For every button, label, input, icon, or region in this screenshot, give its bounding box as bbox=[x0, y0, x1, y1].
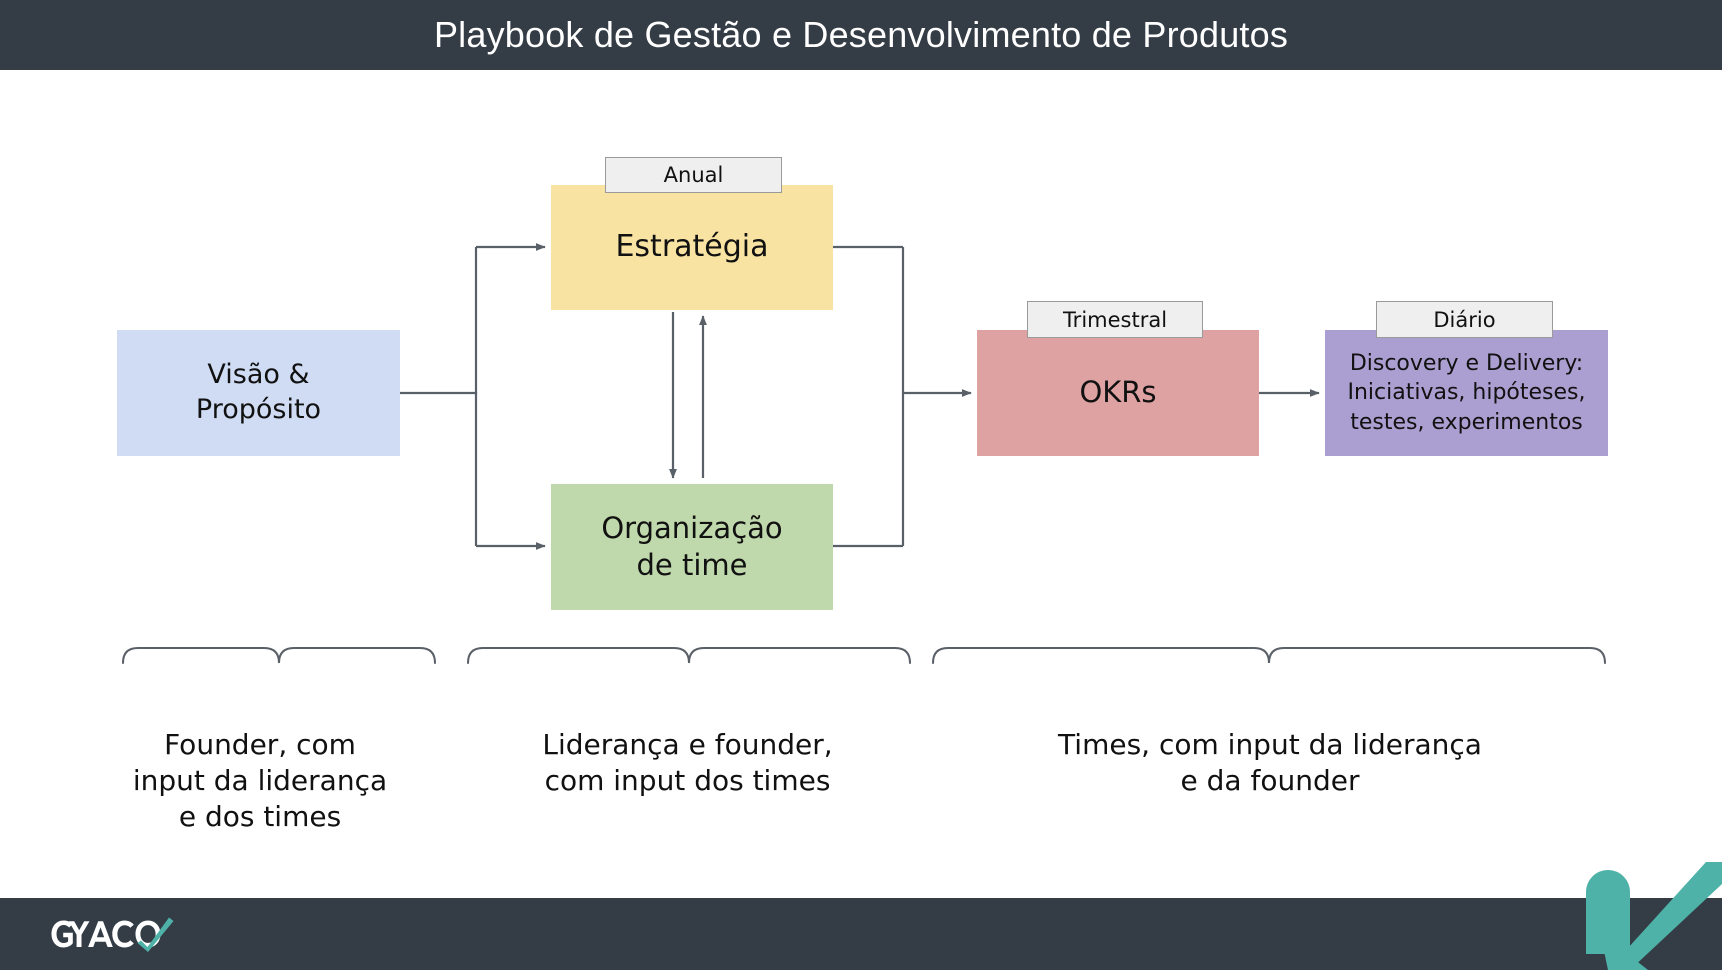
badge-cadence-strategy-label: Anual bbox=[663, 163, 724, 187]
gyaco-logo bbox=[51, 917, 174, 952]
badge-cadence-discovery-label: Diário bbox=[1433, 307, 1496, 332]
group-caption-founder: Founder, com input da liderança e dos ti… bbox=[90, 727, 430, 834]
node-organization-label-line1: Organização bbox=[601, 510, 783, 545]
node-strategy[interactable]: Estratégia bbox=[551, 185, 833, 310]
node-discovery-label-line2: Iniciativas, hipóteses, bbox=[1347, 380, 1586, 406]
node-organization-label-line2: de time bbox=[636, 548, 748, 582]
group-caption-teams-line1: Times, com input da liderança bbox=[1058, 728, 1482, 761]
group-caption-founder-line3: e dos times bbox=[178, 799, 342, 833]
node-team-organization[interactable]: Organização de time bbox=[551, 484, 833, 610]
node-discovery-delivery[interactable]: Discovery e Delivery: Iniciativas, hipót… bbox=[1325, 330, 1608, 456]
group-caption-founder-line1: Founder, com bbox=[164, 728, 356, 761]
badge-cadence-discovery[interactable]: Diário bbox=[1376, 301, 1553, 338]
node-vision-purpose[interactable]: Visão & Propósito bbox=[117, 330, 400, 456]
header-bar: Playbook de Gestão e Desenvolvimento de … bbox=[0, 0, 1722, 70]
page-title: Playbook de Gestão e Desenvolvimento de … bbox=[433, 14, 1289, 55]
diagram-canvas bbox=[0, 70, 1722, 898]
group-caption-founder-line2: input da liderança bbox=[132, 763, 388, 797]
group-caption-leadership: Liderança e founder, com input dos times bbox=[455, 727, 920, 799]
node-okrs[interactable]: OKRs bbox=[977, 330, 1259, 456]
group-caption-leadership-line2: com input dos times bbox=[544, 763, 831, 797]
node-discovery-label-line1: Discovery e Delivery: bbox=[1349, 350, 1584, 376]
group-caption-teams: Times, com input da liderança e da found… bbox=[925, 727, 1615, 799]
node-strategy-label: Estratégia bbox=[615, 229, 769, 265]
node-vision-label-line1: Visão & bbox=[207, 359, 310, 391]
badge-cadence-okrs-label: Trimestral bbox=[1062, 307, 1168, 332]
badge-cadence-okrs[interactable]: Trimestral bbox=[1027, 301, 1203, 338]
footer-bar bbox=[0, 898, 1722, 970]
node-vision-label-line2: Propósito bbox=[195, 394, 322, 425]
group-caption-teams-line2: e da founder bbox=[1180, 763, 1360, 797]
node-discovery-label-line3: testes, experimentos bbox=[1350, 409, 1583, 435]
badge-cadence-strategy[interactable]: Anual bbox=[605, 157, 782, 193]
node-okrs-label: OKRs bbox=[1079, 375, 1157, 410]
group-caption-leadership-line1: Liderança e founder, bbox=[542, 728, 833, 761]
